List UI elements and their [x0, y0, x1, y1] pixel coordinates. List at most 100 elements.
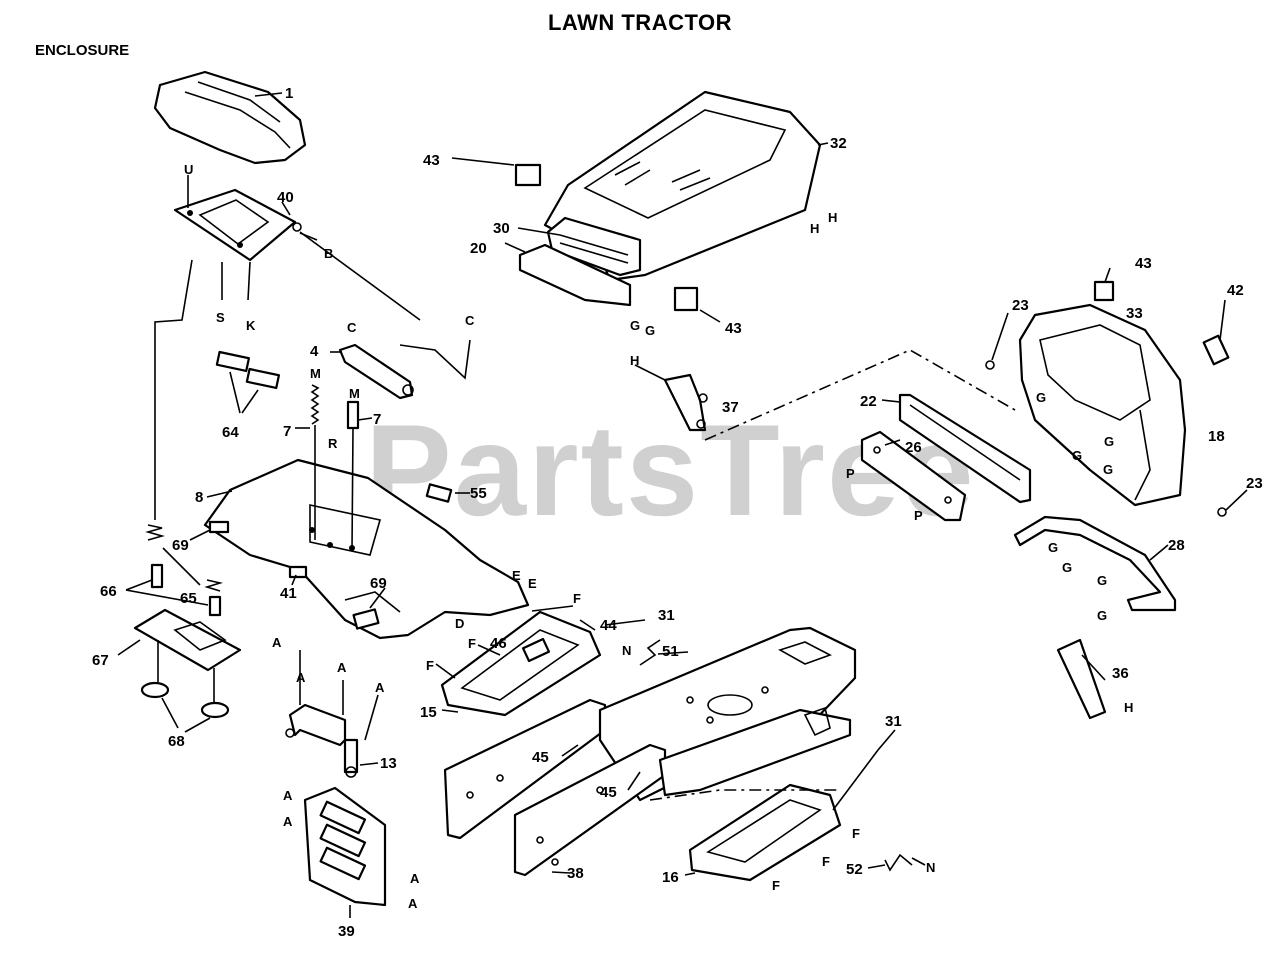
- ref-A-2: A: [296, 670, 306, 685]
- part-spring-7a[interactable]: [310, 384, 320, 540]
- callout-69-right: 69: [370, 575, 387, 592]
- part-plate-67[interactable]: [133, 608, 242, 672]
- part-spring-7b[interactable]: [346, 400, 360, 551]
- callout-67: 67: [92, 652, 109, 669]
- part-rear-plate[interactable]: [860, 430, 967, 522]
- ref-S: S: [216, 310, 225, 325]
- callout-23-right: 23: [1246, 475, 1263, 492]
- ref-G-bumper-2: G: [1062, 560, 1072, 575]
- ref-E-2: E: [528, 576, 537, 591]
- ref-D: D: [455, 616, 464, 631]
- callout-22: 22: [860, 393, 877, 410]
- ref-N-top: N: [622, 643, 631, 658]
- ref-G-fender-3: G: [1104, 434, 1114, 449]
- callout-1: 1: [285, 85, 293, 102]
- ref-E-1: E: [512, 568, 521, 583]
- part-body-pan[interactable]: [203, 458, 530, 640]
- ref-B: B: [324, 246, 333, 261]
- part-spring-65[interactable]: [145, 524, 224, 592]
- callout-15: 15: [420, 704, 437, 721]
- ref-H-hood-1: H: [810, 221, 819, 236]
- callout-64: 64: [222, 424, 239, 441]
- ref-U: U: [184, 162, 193, 177]
- ref-H-bracket: H: [630, 353, 639, 368]
- callout-30: 30: [493, 220, 510, 237]
- part-front-panel[interactable]: [518, 243, 632, 307]
- callout-31-top: 31: [658, 607, 675, 624]
- callout-39: 39: [338, 923, 355, 940]
- ref-A-3: A: [337, 660, 347, 675]
- part-footrest-left[interactable]: [440, 610, 602, 717]
- part-bracket-36[interactable]: [1056, 638, 1107, 720]
- callout-7-right: 7: [373, 411, 381, 428]
- ref-G-panel-1: G: [645, 323, 655, 338]
- part-bushings-66[interactable]: [150, 563, 222, 617]
- callout-43-panel: 43: [725, 320, 742, 337]
- part-cover-39[interactable]: [303, 786, 387, 907]
- callout-13: 13: [380, 755, 397, 772]
- part-clip-51[interactable]: [639, 639, 661, 666]
- callout-44: 44: [600, 617, 617, 634]
- callout-28: 28: [1168, 537, 1185, 554]
- part-seat[interactable]: [153, 70, 307, 165]
- callout-43-fender: 43: [1135, 255, 1152, 272]
- callout-36: 36: [1112, 665, 1129, 682]
- part-decal-55[interactable]: [425, 483, 453, 503]
- part-bracket-37[interactable]: [663, 373, 708, 432]
- part-feet-68[interactable]: [140, 681, 230, 719]
- callout-37: 37: [722, 399, 739, 416]
- ref-M-right: M: [349, 386, 360, 401]
- watermark: PartsTree: [365, 397, 976, 543]
- ref-K: K: [246, 318, 256, 333]
- callout-43-hood: 43: [423, 152, 440, 169]
- callout-52: 52: [846, 861, 863, 878]
- callout-55: 55: [470, 485, 487, 502]
- callout-38: 38: [567, 865, 584, 882]
- part-link-4[interactable]: [338, 343, 414, 400]
- ref-F-right-2: F: [822, 854, 830, 869]
- part-decal-hood[interactable]: [514, 163, 542, 187]
- part-seat-pan[interactable]: [173, 188, 302, 262]
- ref-A-1: A: [272, 635, 282, 650]
- callout-65: 65: [180, 590, 197, 607]
- part-frame-lower[interactable]: [658, 706, 852, 797]
- ref-M-left: M: [310, 366, 321, 381]
- callout-68: 68: [168, 733, 185, 750]
- ref-C-right: C: [465, 313, 475, 328]
- ref-G-bumper-1: G: [1048, 540, 1058, 555]
- part-rear-skirt[interactable]: [898, 393, 1032, 504]
- part-rear-fender[interactable]: [1018, 303, 1187, 507]
- callout-23-top: 23: [1012, 297, 1029, 314]
- ref-F-left-1: F: [468, 636, 476, 651]
- callout-40: 40: [277, 189, 294, 206]
- callout-66: 66: [100, 583, 117, 600]
- part-bracket-13[interactable]: [285, 703, 359, 778]
- part-rear-bumper[interactable]: [1013, 515, 1177, 612]
- ref-G-fender-1: G: [1036, 390, 1046, 405]
- part-decal-fender[interactable]: [1093, 280, 1115, 302]
- ref-A-8: A: [408, 896, 418, 911]
- ref-A-7: A: [410, 871, 420, 886]
- ref-A-5: A: [283, 788, 293, 803]
- part-footrest-right[interactable]: [688, 783, 842, 882]
- callout-4: 4: [310, 343, 319, 360]
- ref-N-bottom: N: [926, 860, 935, 875]
- part-decal-panel[interactable]: [673, 286, 699, 312]
- callout-26: 26: [905, 439, 922, 456]
- callout-20: 20: [470, 240, 487, 257]
- ref-G-fender-4: G: [1103, 462, 1113, 477]
- ref-P-plate-2: P: [914, 508, 923, 523]
- callout-33: 33: [1126, 305, 1143, 322]
- part-pads-64[interactable]: [215, 350, 281, 390]
- callout-51: 51: [662, 643, 679, 660]
- ref-H-bracket-36: H: [1124, 700, 1133, 715]
- callout-32: 32: [830, 135, 847, 152]
- callout-31-bottom: 31: [885, 713, 902, 730]
- callout-42: 42: [1227, 282, 1244, 299]
- ref-G-fender-2: G: [1072, 448, 1082, 463]
- ref-G-panel-2: G: [630, 318, 640, 333]
- part-decal-side[interactable]: [1202, 334, 1230, 366]
- part-clip-52[interactable]: [884, 853, 913, 872]
- ref-G-bumper-3: G: [1097, 573, 1107, 588]
